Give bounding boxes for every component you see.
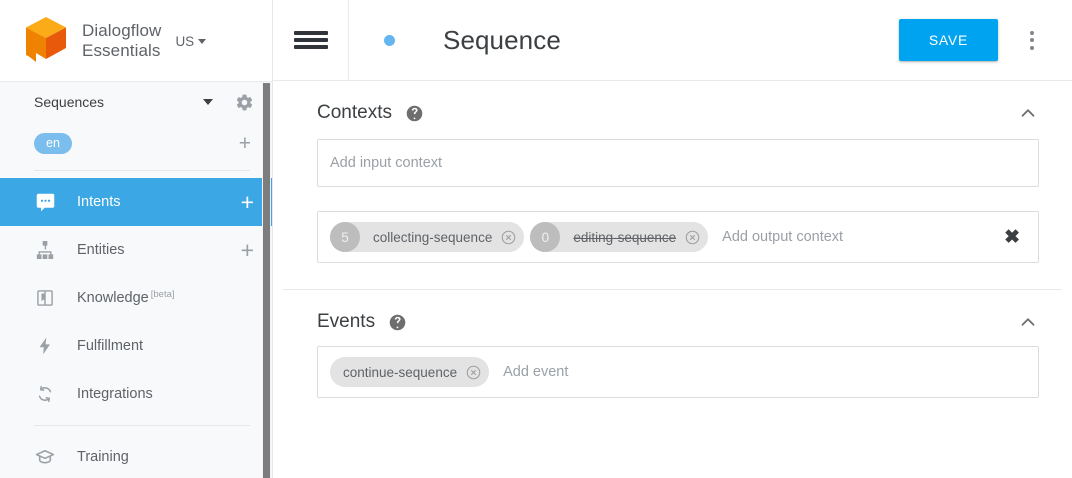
sync-arrows-icon [34,383,56,405]
language-chip-en[interactable]: en [34,132,72,154]
brand-header: Dialogflow Essentials US [0,0,272,82]
save-button[interactable]: SAVE [898,19,998,61]
event-placeholder: Add event [503,364,569,380]
output-context-field[interactable]: 5 collecting-sequence 0 editing-sequence [317,211,1039,263]
sidebar-item-label: Entities [77,242,125,258]
brand-title: Dialogflow Essentials [82,20,162,60]
dialogflow-cube-logo [26,16,66,62]
input-context-field[interactable]: Add input context [317,139,1039,187]
events-header: Events [317,290,1039,346]
remove-circle-icon[interactable] [685,230,700,245]
remove-circle-icon[interactable] [466,365,481,380]
add-entity-button[interactable]: + [240,236,254,263]
hierarchy-icon [34,239,56,261]
section-divider [283,289,1062,290]
caret-down-icon [198,39,207,44]
knowledge-text: Knowledge [77,290,149,306]
chevron-up-icon[interactable] [1017,311,1039,333]
event-chip[interactable]: continue-sequence [330,357,490,387]
events-title: Events [317,311,376,332]
agent-selector[interactable]: Sequences [0,82,272,122]
context-chip[interactable]: 5 collecting-sequence [330,222,525,252]
hamburger-menu-icon[interactable] [273,0,349,81]
help-circle-icon[interactable] [406,105,423,122]
chevron-up-icon[interactable] [1017,102,1039,124]
sidebar-nav: Intents + Entities + [0,178,272,478]
sidebar-nav-divider [34,425,250,426]
event-name: continue-sequence [343,364,458,380]
language-row: en + [0,122,272,164]
lightning-bolt-icon [34,335,56,357]
caret-down-icon[interactable] [203,99,213,105]
speech-bubble-icon [34,191,56,213]
graduation-cap-icon [34,446,56,468]
context-name: collecting-sequence [373,229,493,245]
events-field[interactable]: continue-sequence Add event [317,346,1039,398]
sidebar-item-knowledge[interactable]: Knowledge [beta] [0,274,272,322]
add-language-button[interactable]: + [238,131,251,155]
kebab-menu-icon[interactable] [1010,18,1054,62]
gear-icon[interactable] [235,93,254,112]
sidebar: Dialogflow Essentials US Sequences en + [0,0,273,478]
close-x-icon[interactable]: ✖ [1004,226,1020,248]
top-bar: Sequence SAVE [273,0,1072,81]
sidebar-scrollbar-thumb[interactable] [263,83,270,478]
lifespan-badge: 0 [530,222,561,252]
context-name: editing-sequence [573,229,677,245]
sidebar-item-intents[interactable]: Intents + [0,178,272,226]
sidebar-item-label: Intents [77,194,121,210]
contexts-header: Contexts [317,81,1039,137]
top-actions: SAVE [898,18,1072,62]
contexts-section: Contexts Add input context 5 colle [273,81,1072,263]
output-context-placeholder: Add output context [722,229,844,245]
sidebar-item-label: Fulfillment [77,338,144,354]
region-label: US [175,34,195,49]
beta-badge: [beta] [150,289,175,300]
sidebar-item-label: Training [77,449,129,465]
input-context-placeholder: Add input context [330,155,443,171]
lifespan-badge: 5 [330,222,360,252]
blue-status-dot [384,34,395,46]
contexts-title: Contexts [317,102,392,123]
sidebar-item-fulfillment[interactable]: Fulfillment [0,322,272,370]
page-title: Sequence [443,24,561,55]
add-intent-button[interactable]: + [240,188,254,215]
sidebar-divider [34,170,250,171]
main-panel: Sequence SAVE Contexts [273,0,1072,478]
agent-name: Sequences [34,94,105,110]
region-selector[interactable]: US [175,32,207,49]
sidebar-item-label: Integrations [77,386,153,402]
remove-circle-icon[interactable] [501,230,516,245]
help-circle-icon[interactable] [389,314,406,331]
context-chip[interactable]: 0 editing-sequence [530,222,709,252]
sidebar-item-integrations[interactable]: Integrations [0,370,272,418]
events-section: Events continue-sequence [273,290,1072,398]
book-icon [34,287,56,309]
sidebar-item-entities[interactable]: Entities + [0,226,272,274]
content-area: Contexts Add input context 5 colle [273,81,1072,398]
sidebar-item-label: Knowledge [beta] [77,289,254,306]
sidebar-item-training[interactable]: Training [0,433,272,478]
